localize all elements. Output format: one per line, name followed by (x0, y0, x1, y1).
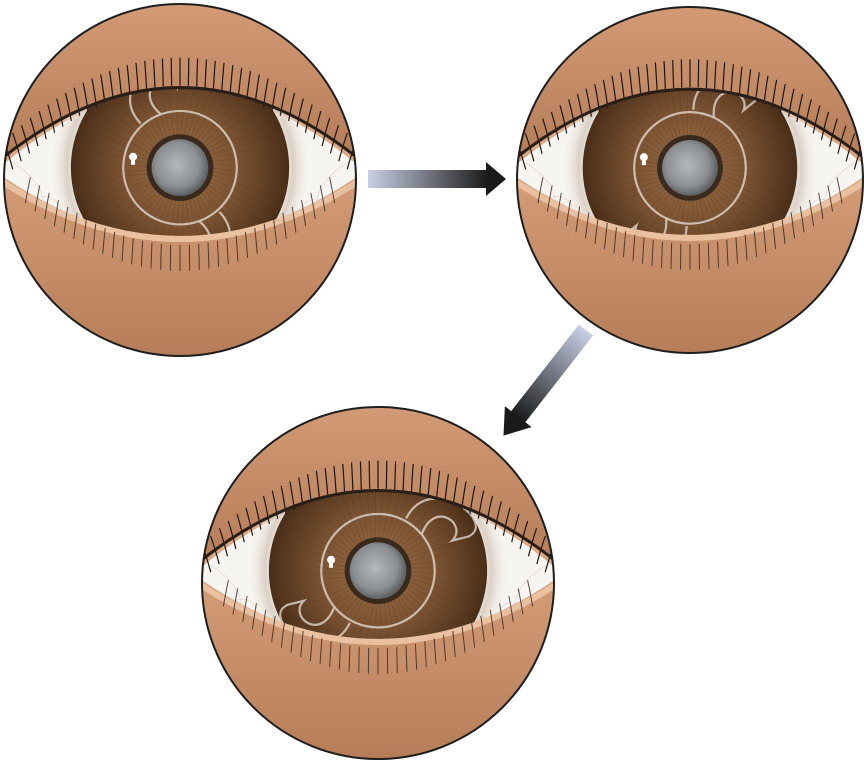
arrow-step-1-to-2 (368, 162, 506, 196)
eye-panel-step-3 (184, 389, 571, 760)
pupil-cataract (350, 542, 407, 599)
eye-panel-step-2 (500, 0, 864, 370)
arrow-step-2-to-3 (490, 320, 599, 447)
pupil-cataract (152, 139, 209, 196)
eye-panel-step-1 (0, 0, 374, 374)
pupil-cataract (662, 140, 718, 196)
